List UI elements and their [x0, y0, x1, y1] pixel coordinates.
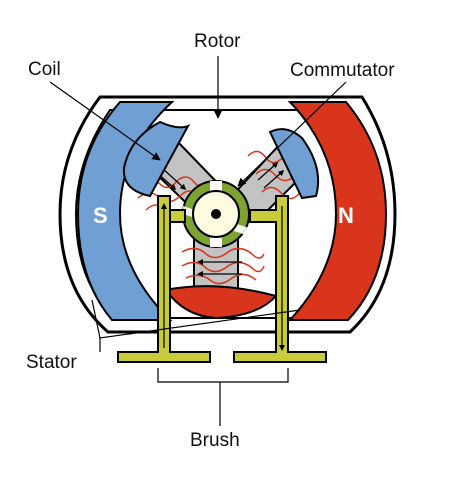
brush-right: [233, 195, 327, 363]
brush-bracket: [157, 368, 289, 383]
commutator: [182, 180, 250, 248]
commutator-label: Commutator: [290, 60, 395, 81]
north-magnet: [287, 101, 388, 321]
commutator-leader: [237, 81, 347, 187]
coil-leader: [49, 81, 161, 161]
current-arrow: [263, 170, 285, 189]
current-arrow: [161, 167, 187, 191]
coil-label: Coil: [28, 59, 61, 80]
rotor-shoe-right: [268, 128, 320, 200]
south-pole-label: S: [93, 203, 108, 228]
current-arrow: [257, 162, 279, 181]
rotor-shoe-bottom: [164, 285, 278, 320]
north-pole-label: N: [338, 203, 354, 228]
shaft-center: [211, 209, 221, 219]
brushes: [117, 195, 327, 363]
stator-label: Stator: [26, 352, 77, 373]
rotor-label: Rotor: [194, 31, 241, 52]
brush-label: Brush: [190, 430, 240, 451]
leader-lines: [49, 56, 347, 426]
